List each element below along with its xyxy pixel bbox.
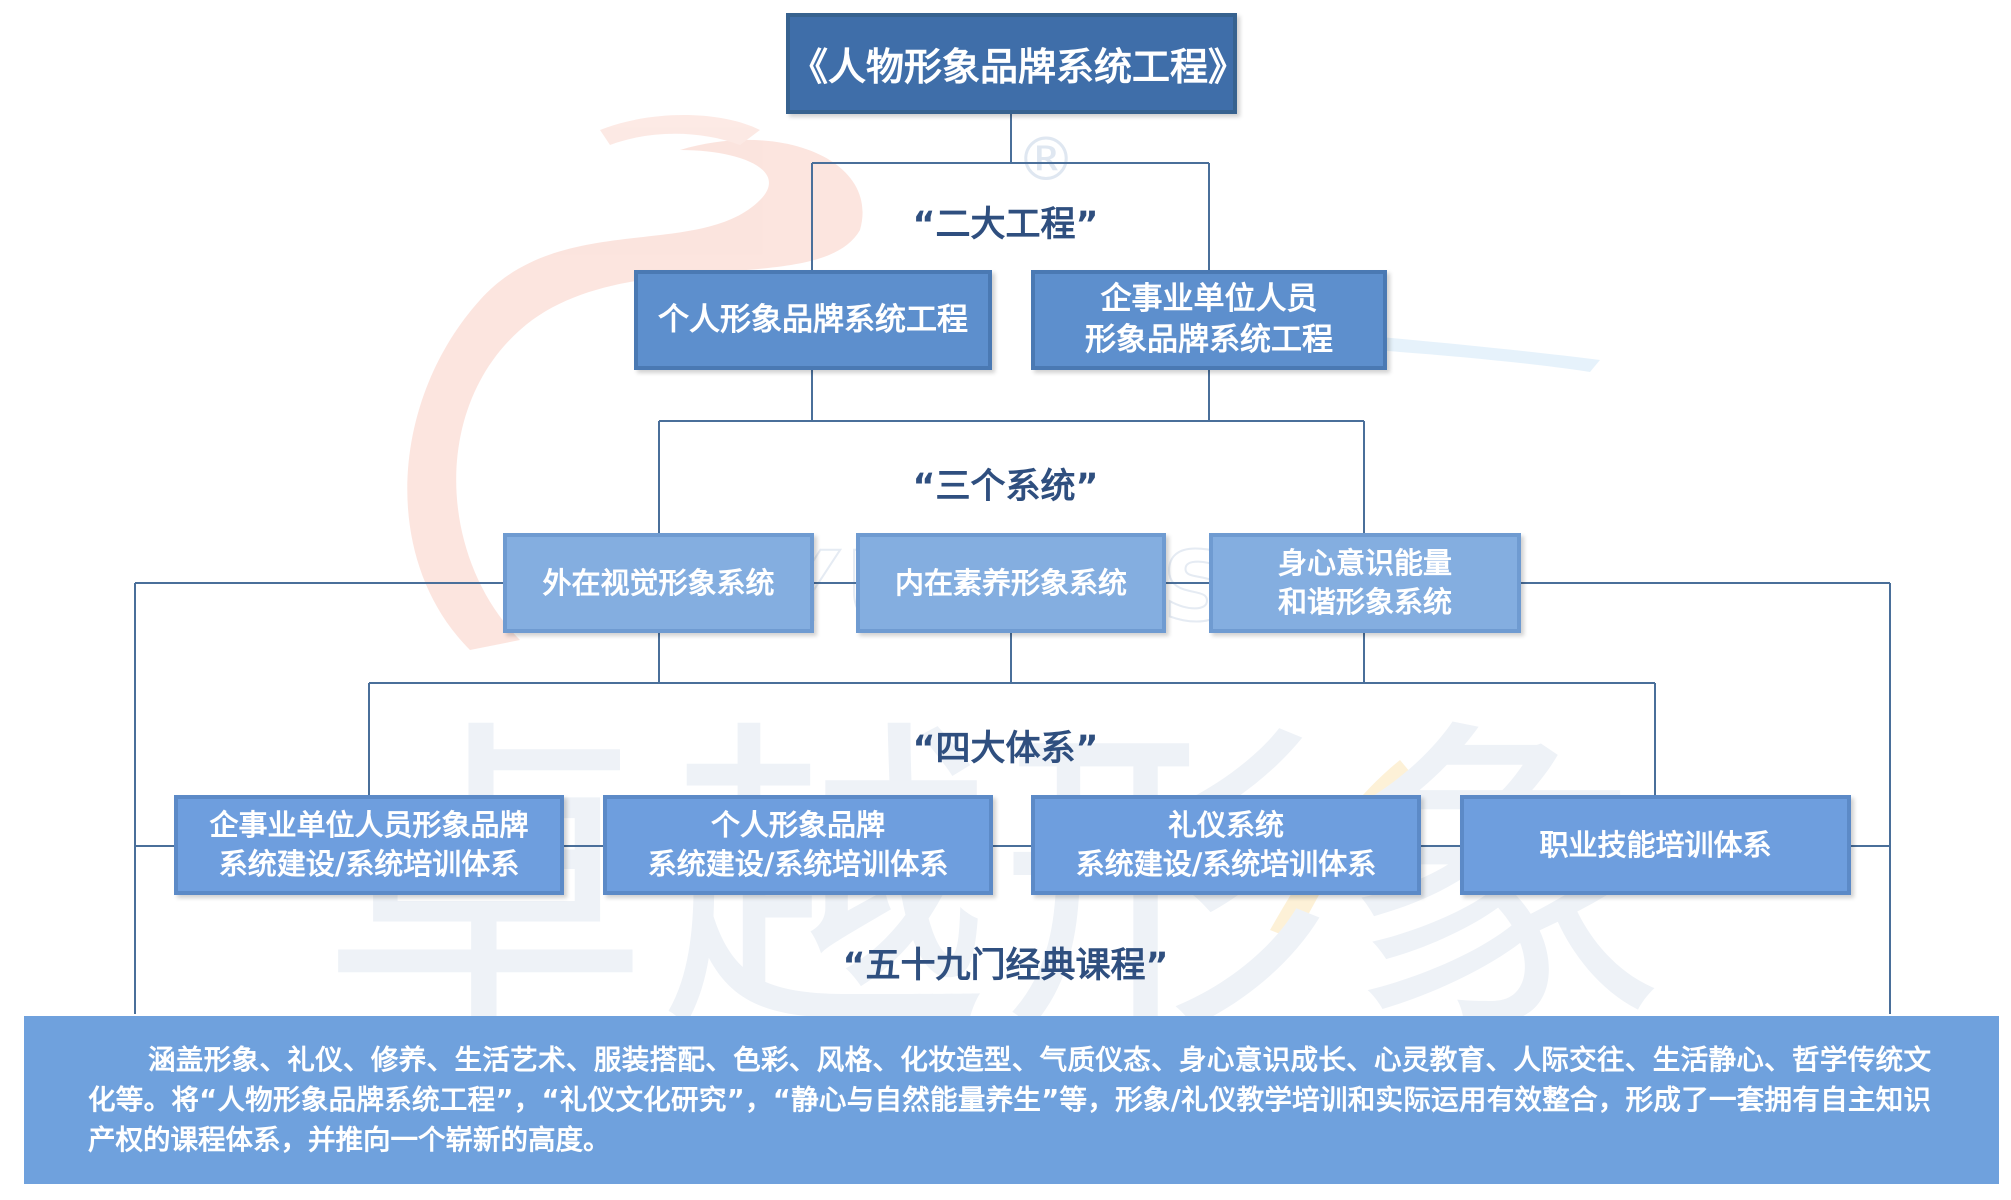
system-label-line2: 和谐形象系统: [1277, 585, 1452, 619]
title-box: 《人物形象品牌系统工程》: [786, 13, 1247, 114]
framework-box-etiquette: 礼仪系统 系统建设/系统培训体系: [1031, 795, 1421, 895]
framework-label-line1: 礼仪系统: [1167, 808, 1284, 842]
project-box-personal: 个人形象品牌系统工程: [634, 270, 992, 370]
system-label-line1: 外在视觉形象系统: [542, 565, 775, 600]
courses-description-text: 涵盖形象、礼仪、修养、生活艺术、服装搭配、色彩、风格、化妆造型、气质仪态、身心意…: [88, 1044, 1931, 1156]
system-box-inner-quality: 内在素养形象系统: [856, 533, 1166, 633]
framework-box-vocational: 职业技能培训体系: [1460, 795, 1851, 895]
heading-two-projects: “二大工程”: [912, 205, 1099, 245]
framework-label-line2: 系统建设/系统培训体系: [218, 847, 520, 881]
framework-label-line1: 职业技能培训体系: [1539, 827, 1772, 862]
system-label-line1: 身心意识能量: [1277, 546, 1452, 580]
project-label-line1: 企事业单位人员: [1100, 281, 1318, 317]
framework-box-enterprise-brand: 企事业单位人员形象品牌 系统建设/系统培训体系: [174, 795, 564, 895]
framework-label-line2: 系统建设/系统培训体系: [1075, 847, 1377, 881]
system-box-external-visual: 外在视觉形象系统: [503, 533, 814, 633]
framework-box-personal-brand: 个人形象品牌 系统建设/系统培训体系: [603, 795, 993, 895]
heading-three-systems: “三个系统”: [912, 467, 1099, 507]
system-box-mind-body-energy: 身心意识能量 和谐形象系统: [1209, 533, 1521, 633]
framework-label-line1: 个人形象品牌: [710, 808, 885, 842]
project-box-enterprise: 企事业单位人员 形象品牌系统工程: [1031, 270, 1387, 370]
framework-label-line1: 企事业单位人员形象品牌: [209, 808, 529, 842]
project-label-line2: 形象品牌系统工程: [1085, 322, 1333, 358]
title-text: 《人物形象品牌系统工程》: [790, 45, 1247, 89]
framework-label-line2: 系统建设/系统培训体系: [647, 847, 949, 881]
system-label-line1: 内在素养形象系统: [894, 565, 1127, 600]
project-label-line1: 个人形象品牌系统工程: [658, 301, 968, 338]
courses-description-panel: 涵盖形象、礼仪、修养、生活艺术、服装搭配、色彩、风格、化妆造型、气质仪态、身心意…: [24, 1016, 1999, 1184]
heading-courses: “五十九门经典课程”: [842, 946, 1169, 986]
heading-four-frameworks: “四大体系”: [912, 729, 1099, 769]
